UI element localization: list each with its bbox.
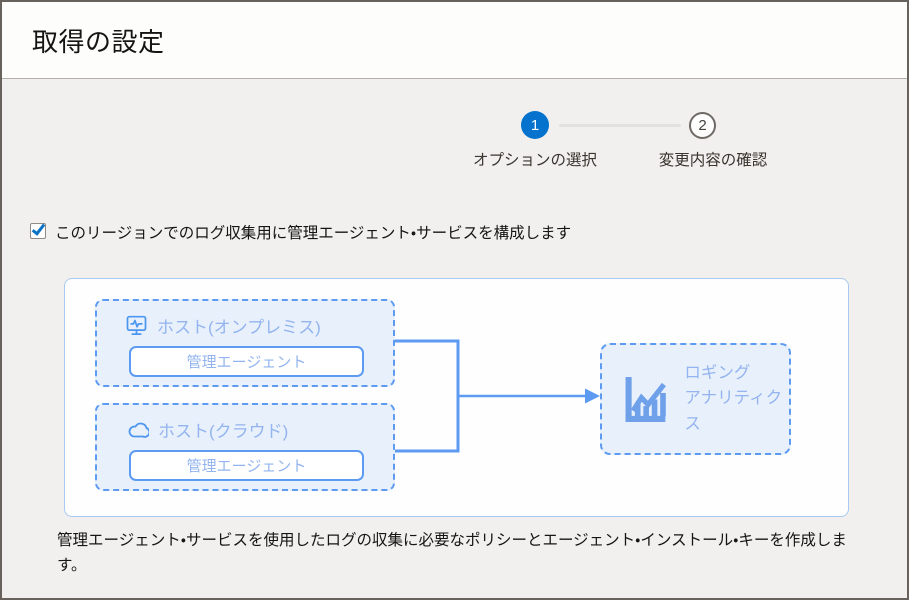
checkmark-icon (31, 221, 45, 236)
stepper-connector-line (559, 124, 681, 127)
step-1-label: オプションの選択 (472, 152, 597, 169)
management-agent-box-cloud: 管理エージェント (129, 450, 364, 481)
footer-description: 管理エージェント・サービスを使用したログの収集に必要なポリシーとエージェント・イ… (57, 532, 847, 574)
architecture-diagram: ホスト(オンプレミス) 管理エージェント ホスト(クラウド) 管理エージェント (64, 278, 849, 517)
host-cloud-title: ホスト(クラウド) (158, 422, 289, 441)
configure-agent-option: このリージョンでのログ収集用に管理エージェント・サービスを構成します (30, 221, 571, 243)
step-1-indicator[interactable]: 1 (521, 111, 549, 139)
cloud-icon (128, 422, 149, 438)
host-cloud-box: ホスト(クラウド) 管理エージェント (95, 403, 395, 491)
monitor-pulse-icon (126, 315, 147, 335)
bar-chart-icon (625, 376, 666, 422)
host-onpremises-box: ホスト(オンプレミス) 管理エージェント (95, 299, 395, 387)
logging-analytics-label: ロギング アナリティクス (684, 363, 783, 433)
configure-agent-checkbox[interactable] (30, 221, 46, 239)
dialog-header: 取得の設定 (2, 2, 907, 79)
step-2-label: 変更内容の確認 (658, 152, 768, 169)
dialog-body: 1 2 オプションの選択 変更内容の確認 このリージョンでのログ収集用に管理エー… (2, 80, 907, 598)
management-agent-box-onprem: 管理エージェント (129, 346, 364, 377)
page-title: 取得の設定 (32, 26, 165, 57)
logging-analytics-box: ロギング アナリティクス (600, 343, 791, 455)
host-onpremises-title: ホスト(オンプレミス) (157, 318, 321, 337)
configure-agent-checkbox-label[interactable]: このリージョンでのログ収集用に管理エージェント・サービスを構成します (55, 225, 572, 242)
step-2-indicator[interactable]: 2 (689, 112, 716, 139)
